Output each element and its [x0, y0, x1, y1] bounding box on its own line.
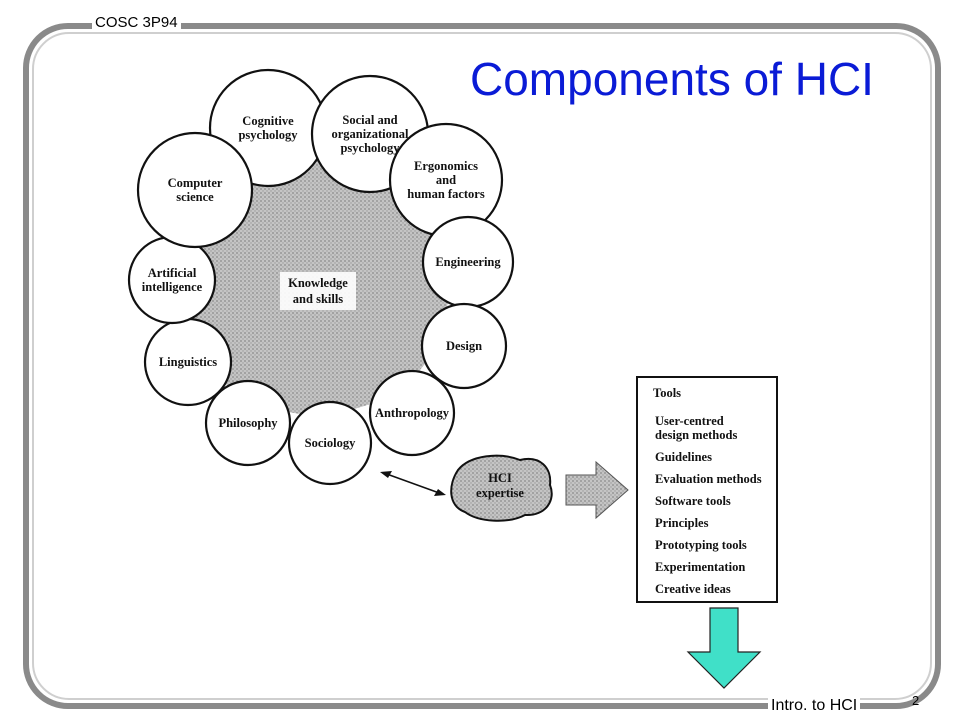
- tools-item: Guidelines: [655, 450, 712, 464]
- discipline-label: Linguistics: [159, 355, 217, 369]
- discipline-label: Engineering: [435, 255, 501, 269]
- page-number: 2: [912, 693, 920, 708]
- down-arrow: [686, 607, 762, 689]
- tools-item: Prototyping tools: [655, 538, 747, 552]
- discipline-label: Sociology: [305, 436, 356, 450]
- discipline-label: Anthropology: [375, 406, 450, 420]
- tools-item: Creative ideas: [655, 582, 731, 596]
- slide-frame: [23, 23, 941, 709]
- discipline-anthropology: Anthropology: [368, 369, 456, 457]
- discipline-sociology: Sociology: [287, 400, 373, 486]
- hci-expertise-blob: [450, 454, 553, 522]
- discipline-label: Design: [446, 339, 482, 353]
- tools-item: Principles: [655, 516, 709, 530]
- discipline-philosophy: Philosophy: [204, 379, 292, 467]
- double-arrow: [383, 472, 443, 495]
- tools-item: Evaluation methods: [655, 472, 762, 486]
- discipline-design: Design: [420, 302, 508, 390]
- course-code: COSC 3P94: [92, 14, 181, 31]
- knowledge-label-box: [280, 272, 356, 310]
- arrow-to-tools: [565, 460, 629, 520]
- tools-heading: Tools: [653, 386, 681, 400]
- tools-item: Software tools: [655, 494, 731, 508]
- discipline-linguistics: Linguistics: [143, 317, 233, 407]
- discipline-engineering: Engineering: [421, 215, 515, 309]
- tools-item: Experimentation: [655, 560, 745, 574]
- discipline-label: Philosophy: [218, 416, 278, 430]
- tools-box: [636, 376, 778, 603]
- footer-topic: Intro. to HCI: [768, 697, 861, 715]
- slide-title: Components of HCI: [470, 53, 874, 105]
